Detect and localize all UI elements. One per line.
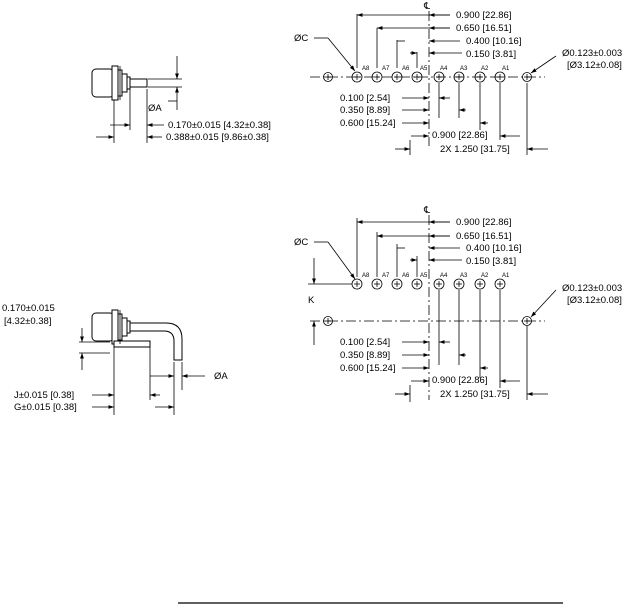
top-front-view: ℄ 0.900 [22.86] 0.650 [16.51] 0.400 [10.… — [294, 1, 622, 155]
top-side-dim-0170: 0.170±0.015 [4.32±0.38] — [168, 120, 271, 131]
top-dim-b-0900: 0.900 [22.86] — [432, 130, 487, 141]
top-pin-A5: A5 — [411, 66, 428, 83]
top-dim-r-0650: 0.650 [16.51] — [456, 23, 511, 34]
top-centerline-symbol: ℄ — [423, 1, 431, 12]
svg-text:A5: A5 — [420, 66, 428, 72]
bottom-pin-A8: A8 — [351, 273, 370, 290]
svg-text:A5: A5 — [420, 273, 428, 279]
bottom-dia-c: ØC — [294, 237, 308, 248]
svg-text:A2: A2 — [481, 273, 489, 279]
bottom-dim-r-0150: 0.150 [3.81] — [466, 256, 516, 267]
bottom-pin-A4: A4 — [433, 273, 448, 290]
top-dim-l-0100: 0.100 [2.54] — [340, 93, 390, 104]
svg-text:A1: A1 — [502, 66, 510, 72]
top-pin-A2: A2 — [474, 66, 489, 83]
bottom-dim-g: G±0.015 [0.38] — [14, 402, 77, 413]
top-mount-hole-right — [522, 72, 532, 82]
top-dim-r-0150: 0.150 [3.81] — [466, 49, 516, 60]
top-pin-A6: A6 — [391, 66, 410, 83]
bottom-front-view: ℄ 0.900 [22.86] 0.650 [16.51] 0.400 [10.… — [294, 205, 622, 402]
svg-text:A2: A2 — [481, 66, 489, 72]
top-dia-c: ØC — [294, 33, 308, 44]
bottom-dim-r-0650: 0.650 [16.51] — [456, 231, 511, 242]
bottom-dim-height-line1: 0.170±0.015 — [2, 303, 55, 314]
svg-text:A3: A3 — [460, 273, 468, 279]
bottom-dim-l-0600: 0.600 [15.24] — [340, 363, 395, 374]
svg-text:A1: A1 — [502, 273, 510, 279]
top-side-view: ØA 0.170±0.015 [4.32±0.38] 0.388±0.015 [… — [91, 56, 271, 143]
top-dim-r-0400: 0.400 [10.16] — [466, 36, 521, 47]
bottom-side-dia-a: ØA — [214, 371, 228, 382]
top-side-dim-0388: 0.388±0.015 [9.86±0.38] — [166, 132, 269, 143]
top-pin-A7: A7 — [371, 66, 390, 83]
svg-text:A7: A7 — [382, 66, 390, 72]
top-dim-r-0900: 0.900 [22.86] — [456, 10, 511, 21]
top-side-dia-a: ØA — [148, 103, 162, 114]
connector-body-right-angle — [91, 309, 183, 361]
bottom-pin-A2: A2 — [474, 273, 489, 290]
top-hole-dia-line2: [Ø3.12±0.08] — [567, 60, 622, 71]
top-dim-l-0600: 0.600 [15.24] — [340, 118, 395, 129]
bottom-dim-l-0350: 0.350 [8.89] — [340, 350, 390, 361]
bottom-dim-r-0900: 0.900 [22.86] — [456, 217, 511, 228]
top-pin-A3: A3 — [453, 66, 468, 83]
bottom-hole-dia-line2: [Ø3.12±0.08] — [567, 295, 622, 306]
svg-text:A6: A6 — [402, 273, 410, 279]
svg-text:A7: A7 — [382, 273, 390, 279]
bottom-centerline-symbol: ℄ — [423, 205, 431, 216]
bottom-pin-A6: A6 — [391, 273, 410, 290]
bottom-pin-A1: A1 — [494, 273, 510, 290]
bottom-dim-height-line2: [4.32±0.38] — [4, 316, 51, 327]
svg-text:A8: A8 — [362, 273, 370, 279]
bottom-dim-r-0400: 0.400 [10.16] — [466, 243, 521, 254]
bottom-k-label: K — [308, 295, 315, 306]
bottom-dim-j: J±0.015 [0.38] — [14, 390, 74, 401]
svg-text:A4: A4 — [440, 66, 448, 72]
bottom-dim-l-0100: 0.100 [2.54] — [340, 337, 390, 348]
bottom-pin-A3: A3 — [453, 273, 468, 290]
top-dim-b-1250: 2X 1.250 [31.75] — [440, 144, 510, 155]
bottom-side-view: 0.170±0.015 [4.32±0.38] ØA J±0.015 [0.38… — [2, 303, 228, 415]
connector-body-straight — [91, 65, 148, 101]
top-pin-A8: A8 — [351, 66, 370, 83]
svg-text:A3: A3 — [460, 66, 468, 72]
top-pin-A4: A4 — [433, 66, 448, 83]
svg-text:A8: A8 — [362, 66, 370, 72]
svg-text:A6: A6 — [402, 66, 410, 72]
svg-text:A4: A4 — [440, 273, 448, 279]
bottom-mount-hole-left — [323, 316, 333, 326]
bottom-dim-b-0900: 0.900 [22.86] — [432, 375, 487, 386]
top-dim-l-0350: 0.350 [8.89] — [340, 105, 390, 116]
bottom-mount-hole-right — [522, 316, 532, 326]
bottom-pin-A5: A5 — [411, 273, 428, 290]
top-pin-A1: A1 — [494, 66, 510, 83]
top-mount-hole-left — [323, 72, 333, 82]
bottom-dim-b-1250: 2X 1.250 [31.75] — [440, 389, 510, 400]
top-hole-dia-line1: Ø0.123±0.003 — [562, 48, 622, 59]
bottom-hole-dia-line1: Ø0.123±0.003 — [562, 283, 622, 294]
bottom-pin-A7: A7 — [371, 273, 390, 290]
